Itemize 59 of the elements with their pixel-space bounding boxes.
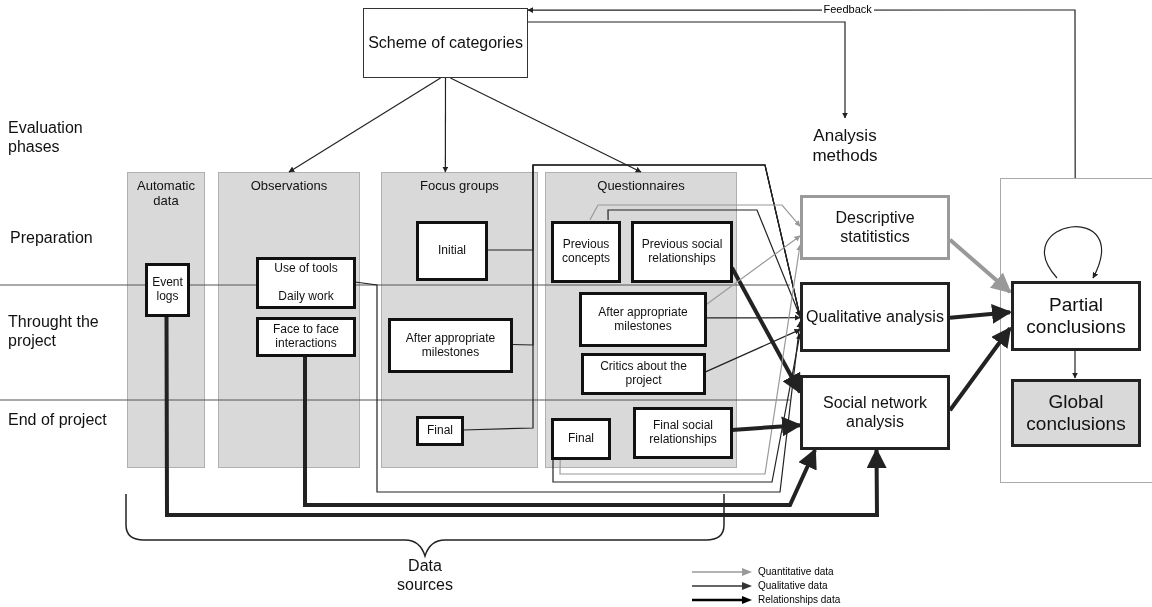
scheme-box: Scheme of categories <box>363 8 528 78</box>
section-heading: End of project <box>8 410 108 430</box>
source-box <box>256 257 356 309</box>
source-box: Face to face interactions <box>256 317 356 357</box>
arrow <box>552 333 802 483</box>
legend-label: Relationships data <box>758 594 841 605</box>
section-heading: Throught the project <box>8 312 100 351</box>
section-heading: Preparation <box>10 228 94 248</box>
arrow <box>527 7 1076 179</box>
method-box: Qualitative analysis <box>800 282 950 352</box>
method-box: Descriptive statitistics <box>800 195 950 260</box>
arrow <box>589 204 801 227</box>
section-heading: Analysis methods <box>790 118 900 174</box>
conclusion-box: Partial conclusions <box>1011 281 1141 351</box>
arrow <box>948 326 1012 412</box>
arrow <box>449 77 642 173</box>
arrow <box>607 209 801 317</box>
source-column <box>381 172 538 468</box>
arrow <box>303 356 817 507</box>
source-column <box>127 172 205 468</box>
section-heading: Evaluation phases <box>8 118 84 157</box>
legend-label: Quantitative data <box>758 566 834 577</box>
arrow <box>705 314 801 321</box>
arrow <box>949 303 1012 324</box>
source-box: Critics about the project <box>581 353 706 395</box>
source-box: Previous concepts <box>551 221 621 283</box>
source-box: Previous social relationships <box>631 221 733 283</box>
column-title: Observations <box>250 177 328 194</box>
arrow <box>948 238 1012 294</box>
method-box: Social network analysis <box>800 375 950 450</box>
arrow <box>705 235 801 306</box>
source-box: Event logs <box>145 263 190 317</box>
legend-label: Qualitative data <box>758 580 828 591</box>
source-box: Final <box>551 418 611 460</box>
arrow <box>462 164 802 431</box>
column-title: Automatic data <box>136 177 196 209</box>
conclusions-panel <box>1000 178 1152 483</box>
arrow <box>731 416 802 437</box>
edge-label: Feedback <box>821 3 874 16</box>
arrow <box>527 21 848 119</box>
conclusion-box: Global conclusions <box>1011 379 1141 447</box>
source-box: Initial <box>416 221 488 281</box>
source-column <box>218 172 360 468</box>
arrow <box>164 316 887 517</box>
box-text: Use of tools <box>274 262 338 276</box>
arrow <box>1072 349 1078 379</box>
column-title: Focus groups <box>420 177 499 194</box>
source-box: After appropriate milestones <box>579 292 707 347</box>
arrow <box>1043 226 1102 279</box>
source-column <box>545 172 737 468</box>
box-text: Daily work <box>278 290 334 304</box>
source-box: Final <box>416 416 464 446</box>
source-box: After appropriate milestones <box>388 318 513 373</box>
source-box: Final social relationships <box>633 407 733 459</box>
arrow <box>442 77 449 173</box>
arrow <box>288 77 442 173</box>
section-heading: Data sources <box>396 556 454 595</box>
arrow <box>704 329 801 373</box>
column-title: Questionnaires <box>597 177 685 194</box>
